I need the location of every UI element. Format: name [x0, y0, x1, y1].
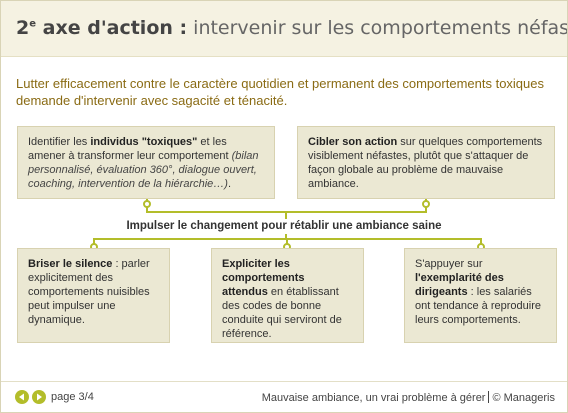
box-emphasis: l'exemplarité des dirigeants — [415, 272, 504, 298]
footer: page 3/4 Mauvaise ambiance, un vrai prob… — [1, 382, 567, 412]
box-emphasis: individus "toxiques" — [90, 136, 198, 148]
title-bold-rest: axe d'action : — [36, 17, 188, 39]
document-title: Mauvaise ambiance, un vrai problème à gé… — [261, 392, 486, 404]
box-text: : parler explicitement des comportements… — [28, 258, 150, 326]
center-label: Impulser le changement pour rétablir une… — [126, 220, 442, 232]
connector-dot-top-right — [422, 200, 430, 208]
title-rest: intervenir sur les comportements néfaste… — [187, 17, 568, 39]
title-bold: 2e axe d'action : — [16, 17, 187, 39]
arrow-left-icon — [19, 393, 24, 401]
box-cibler-action: Cibler son action sur quelques comportem… — [297, 126, 555, 199]
footer-credits: Mauvaise ambiance, un vrai problème à gé… — [262, 391, 555, 404]
box-briser-silence: Briser le silence : parler explicitement… — [17, 248, 170, 343]
title-bar: 2e axe d'action : intervenir sur les com… — [1, 1, 567, 57]
intro-text: Lutter efficacement contre le caractère … — [16, 76, 544, 108]
next-page-button[interactable] — [32, 390, 46, 404]
copyright: © Manageris — [492, 392, 555, 404]
box-expliciter-comportements: Expliciter les comportements attendus en… — [211, 248, 364, 343]
page-indicator: page 3/4 — [51, 391, 94, 403]
box-exemplarite-dirigeants: S'appuyer sur l'exemplarité des dirigean… — [404, 248, 557, 343]
box-text: S'appuyer sur — [415, 258, 483, 270]
footer-separator — [488, 391, 490, 403]
previous-page-button[interactable] — [15, 390, 29, 404]
box-emphasis: Expliciter les comportements attendus — [222, 258, 305, 298]
box-text: et les amener à transformer leur comport… — [28, 136, 232, 162]
arrow-right-icon — [37, 393, 42, 401]
page-title: 2e axe d'action : intervenir sur les com… — [16, 17, 568, 39]
box-text: : les salariés ont tendance à reproduire… — [415, 286, 541, 326]
box-emphasis: Briser le silence — [28, 258, 113, 270]
box-text: . — [227, 178, 232, 190]
title-number: 2 — [16, 17, 30, 39]
connector-dot-top-left — [143, 200, 151, 208]
footer-divider — [1, 381, 567, 382]
box-text: sur quelques comportements visiblement n… — [308, 136, 543, 190]
box-text: Identifier les — [28, 136, 91, 148]
connector-top-center — [285, 211, 287, 219]
box-emphasis: Cibler son action — [308, 136, 398, 148]
title-superscript: e — [29, 18, 37, 30]
box-text: en établissant des codes de bonne condui… — [222, 286, 342, 340]
box-italic: (bilan personnalisé, évaluation 360°, di… — [28, 150, 259, 190]
box-identifier-individus: Identifier les individus "toxiques" et l… — [17, 126, 275, 199]
connector-bottom-center — [285, 234, 287, 239]
